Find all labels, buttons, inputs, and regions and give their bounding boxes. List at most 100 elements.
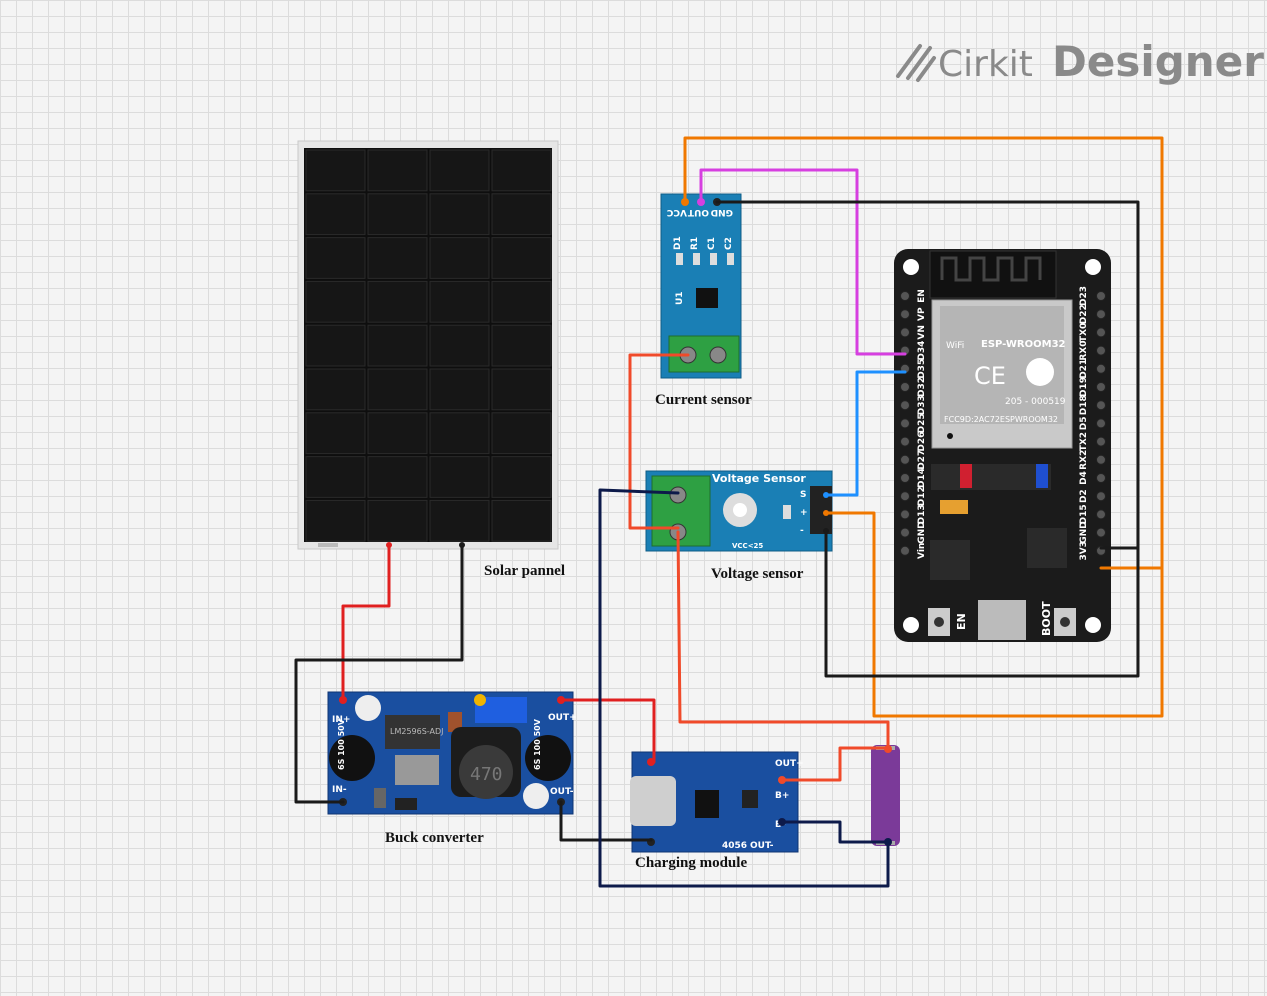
charging-module-label: Charging module [635,855,747,871]
esp32-pin[interactable] [900,327,910,338]
battery-18650[interactable] [871,745,900,846]
wire-solar-minus [294,543,464,804]
solar-cell [429,324,490,367]
wire-buck-out-minus [559,800,653,842]
solar-cell [491,324,552,367]
espressif-logo-icon [1026,358,1054,386]
esp32-pin[interactable] [900,454,910,465]
esp32-left-pin-label: D13 [917,504,927,524]
solar-cell [305,324,366,367]
solar-cell [491,193,552,236]
esp32-pin[interactable] [900,491,910,502]
esp32-pin[interactable] [900,382,910,392]
esp32-pin[interactable] [1096,491,1106,502]
wire-current-vcc [683,136,1164,570]
esp32-pin[interactable] [1096,382,1106,392]
current-sensor-label: Current sensor [655,392,752,408]
esp32-right-pin-label: D19 [1079,377,1089,397]
esp32-pin[interactable] [900,545,910,556]
voltage-sensor-pin-s: S [800,490,806,500]
esp32-left-pin-label: D14 [917,468,927,488]
part-c2: C2 [724,237,734,250]
esp32-pin[interactable] [1096,309,1106,320]
esp32-right-pin-label: D5 [1079,417,1089,431]
wire-current-gnd [715,200,1140,550]
buck-out-plus: OUT+ [548,713,577,723]
esp32-left-pin-label: D33 [917,395,927,415]
solar-cell [367,499,428,542]
usb-c-port[interactable] [630,776,676,826]
solar-cell [305,499,366,542]
esp32-pin[interactable] [900,418,910,429]
esp32-pin[interactable] [1096,400,1106,411]
current-sensor[interactable]: GND OUT VCC D1 R1 C1 C2 U1 [660,193,742,379]
solar-cell [491,499,552,542]
solar-cell [429,456,490,498]
voltage-sensor-label: Voltage sensor [711,566,804,582]
charger-pin-out-minus: OUT- [750,841,774,851]
part-u1: U1 [675,291,685,305]
wire-voltage-s [824,370,907,497]
esp32-pin[interactable] [900,473,910,483]
esp32-pin[interactable] [900,436,910,447]
current-sensor-pin-vcc: VCC [666,207,687,217]
esp32-left-pin-label: Vin [917,543,927,559]
esp32-left-pin-label: GND [917,521,927,543]
esp32-pin[interactable] [1096,327,1106,338]
esp32-pin[interactable] [1096,418,1106,429]
esp32-pin[interactable] [1096,345,1106,356]
esp32-pin[interactable] [1096,473,1106,483]
esp32-right-pin-label: GND [1079,521,1089,543]
esp32-pin[interactable] [900,400,910,411]
esp32-right-pin-label: RX2 [1079,450,1089,470]
ce-mark-icon: CE [974,362,1006,390]
charging-module[interactable]: OUT+ B+ B- OUT- 4056 [630,751,804,853]
wire-voltage-to-battery-minus [598,488,890,888]
esp32-right-pin-label: D22 [1079,304,1089,324]
esp32-board[interactable]: ESP-WROOM32 WiFi CE 205 - 000519 FCC9D:2… [894,249,1111,642]
buck-converter[interactable]: IN+ IN- OUT+ OUT- 6S 100 50V 6S 100 50V … [327,691,577,815]
buck-in-plus: IN+ [332,715,350,725]
solar-cell [429,499,490,542]
solar-cell [491,280,552,323]
esp32-pin[interactable] [1096,454,1106,465]
voltage-sensor[interactable]: Voltage Sensor S + - VCC<25 [645,470,833,552]
esp32-left-pin-label: D34 [917,341,927,361]
esp32-pin[interactable] [900,527,910,538]
esp32-pin[interactable] [1096,291,1106,301]
wire-voltage-plus [824,511,1164,718]
solar-cell [367,280,428,323]
esp32-left-pin-label: D35 [917,359,927,379]
solar-panel[interactable] [297,140,559,550]
esp32-left-pin-label: VN [917,325,927,340]
solar-cell [305,280,366,323]
solar-cell-grid [305,149,552,542]
solar-cell [491,368,552,411]
solar-panel-label: Solar pannel [484,563,565,579]
wire-current-to-voltage [628,353,690,530]
solar-cell [305,149,366,192]
esp32-pin[interactable] [900,309,910,320]
esp32-en-button-label: EN [955,613,968,630]
svg-text:6S 100 50V: 6S 100 50V [533,718,542,770]
esp32-pin[interactable] [1096,436,1106,447]
esp32-left-pin-label: D12 [917,486,927,506]
esp32-pin[interactable] [1096,363,1106,374]
part-r1: R1 [690,237,700,250]
wire-buck-out-plus [559,698,656,764]
esp32-pin-headers: ENVPVND34D35D32D33D25D26D27D14D12D13GNDV… [900,286,1106,561]
esp32-pin[interactable] [900,291,910,301]
esp32-pin[interactable] [900,509,910,520]
esp32-pin[interactable] [1096,509,1106,520]
svg-text:6S 100 50V: 6S 100 50V [337,718,346,770]
voltage-sensor-pin-plus: + [800,508,808,518]
solar-cell [429,237,490,279]
part-d1: D1 [673,236,683,250]
buck-converter-label: Buck converter [385,830,484,846]
solar-cell [429,412,490,455]
solar-cell [429,149,490,192]
esp32-right-pin-label: D21 [1079,359,1089,379]
esp32-pin[interactable] [1096,527,1106,538]
wifi-logo-icon: WiFi [946,341,964,351]
wire-current-out [699,168,907,356]
